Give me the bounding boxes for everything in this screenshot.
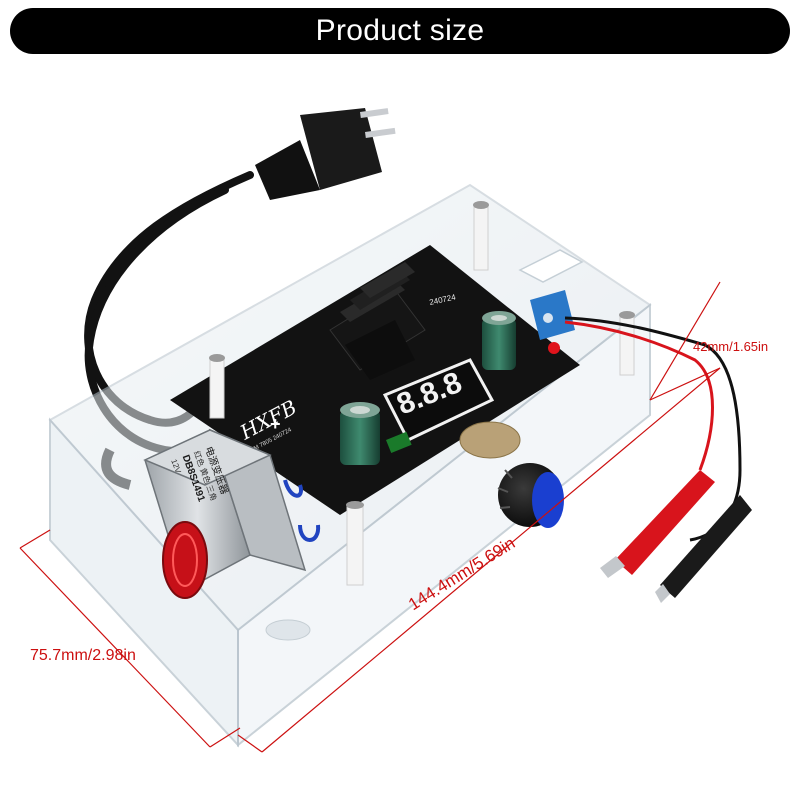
transformer: 电源变压器 红色 黄色 三角 DB8S1491 12V [143, 428, 307, 599]
title-banner: Product size [10, 8, 790, 54]
ac-plug [255, 108, 396, 200]
potentiometer-knob [459, 421, 564, 528]
height-dimension-label: 42mm/1.65in [693, 339, 769, 354]
jumper-wires [283, 479, 321, 542]
width-dimension-label: 75.7mm/2.98in [30, 647, 136, 664]
standoffs [209, 201, 635, 586]
plus-sign: + [270, 414, 281, 434]
voltmeter-display: 8.8.8 [382, 358, 495, 453]
banner-title: Product size [315, 14, 485, 47]
capacitor-left [340, 402, 380, 465]
pcb-board: HXFB LM 7805 240724 240724 + [170, 245, 580, 515]
dimension-lines [19, 281, 721, 753]
red-alligator-clip [600, 470, 715, 578]
terminal-block [530, 290, 575, 354]
heat-sink [329, 262, 426, 380]
black-alligator-clip [655, 495, 752, 603]
capacitor-right [482, 311, 516, 370]
